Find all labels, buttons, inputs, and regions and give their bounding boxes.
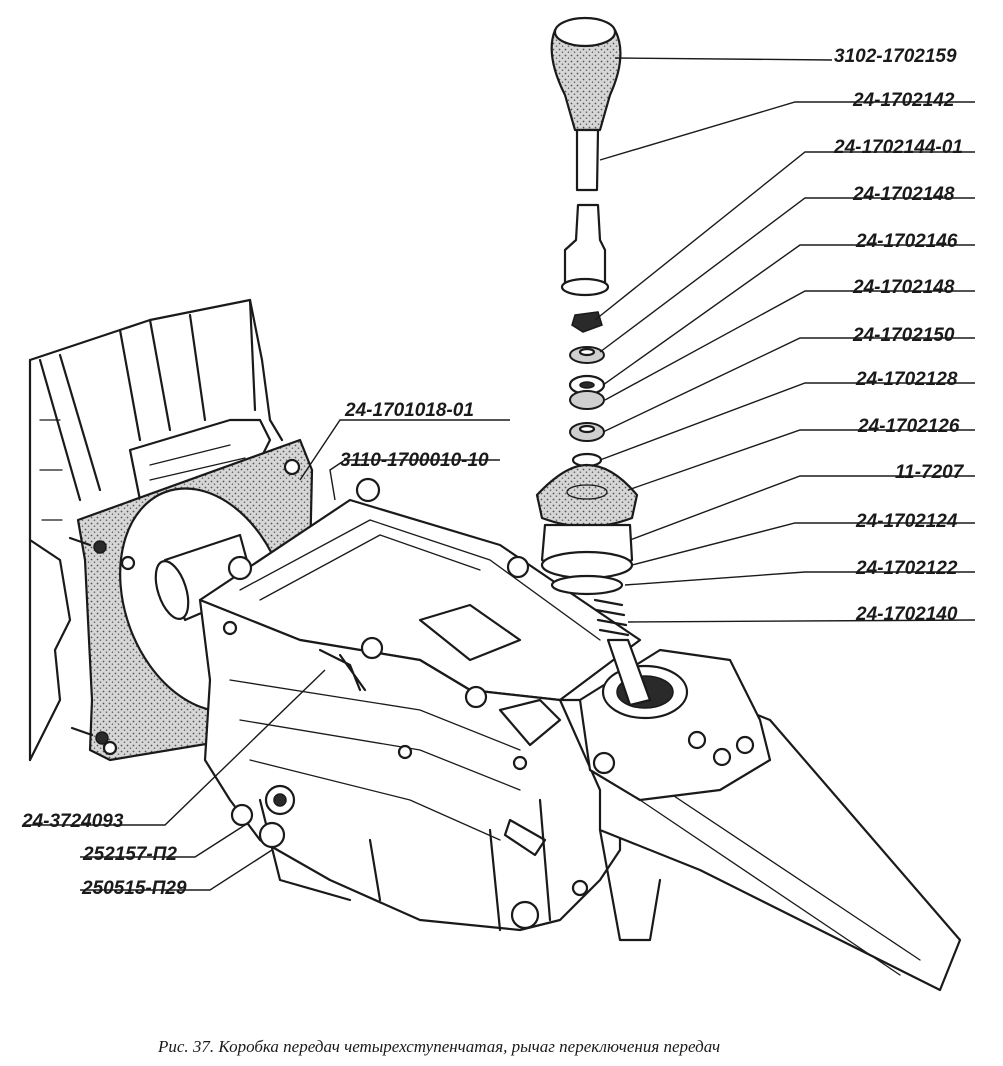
rear-extension-housing bbox=[558, 648, 962, 992]
label-24-1702146: 24-1702146 bbox=[855, 231, 958, 252]
label-24-1702144-01: 24-1702144-01 bbox=[833, 137, 963, 158]
figure-caption: Рис. 37. Коробка передач четырехступенча… bbox=[157, 1037, 720, 1056]
label-24-3724093: 24-3724093 bbox=[21, 811, 124, 832]
part-labels: 3102-1702159 24-1702142 24-1702144-01 24… bbox=[21, 46, 965, 899]
label-3102-1702159: 3102-1702159 bbox=[834, 46, 957, 67]
leader-lines bbox=[25, 57, 976, 891]
label-11-7207: 11-7207 bbox=[895, 462, 965, 483]
label-24-1702124: 24-1702124 bbox=[855, 511, 958, 532]
label-24-1702126: 24-1702126 bbox=[857, 416, 960, 437]
label-24-1702128: 24-1702128 bbox=[855, 369, 958, 390]
label-3110-1700010-10: 3110-1700010-10 bbox=[340, 450, 489, 471]
label-24-1702148-a: 24-1702148 bbox=[852, 184, 955, 205]
label-24-1702140: 24-1702140 bbox=[855, 604, 958, 625]
label-250515-P29: 250515-П29 bbox=[81, 878, 187, 899]
label-24-1701018-01: 24-1701018-01 bbox=[344, 400, 474, 421]
label-24-1702122: 24-1702122 bbox=[855, 558, 958, 579]
label-24-1702142: 24-1702142 bbox=[852, 90, 955, 111]
label-24-1702150: 24-1702150 bbox=[852, 325, 955, 346]
gear-lever-assembly bbox=[535, 16, 652, 707]
label-24-1702148-b: 24-1702148 bbox=[852, 277, 955, 298]
label-252157-P2: 252157-П2 bbox=[82, 844, 177, 865]
engine-block bbox=[28, 298, 284, 762]
